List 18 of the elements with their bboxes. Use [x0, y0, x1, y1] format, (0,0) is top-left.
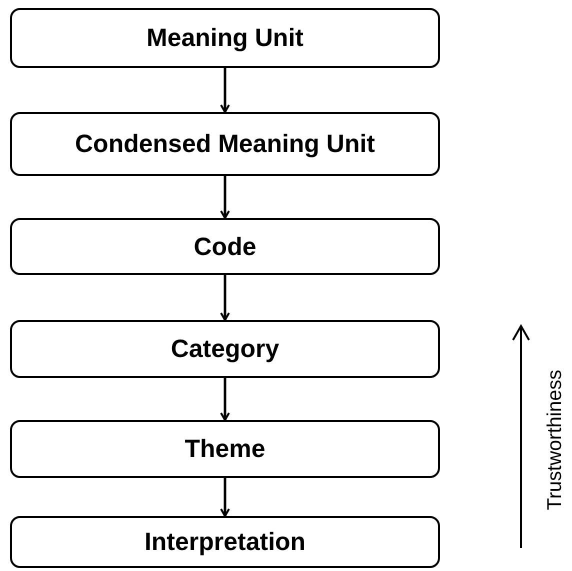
arrow [220, 275, 230, 321]
box-label: Theme [184, 436, 266, 462]
process-box [10, 516, 440, 568]
arrow [220, 378, 230, 421]
box-label: Code [194, 234, 256, 260]
process-box [10, 112, 440, 176]
process-box [10, 320, 440, 378]
process-box [10, 8, 440, 68]
process-box [10, 420, 440, 478]
box-label: Meaning Unit [146, 25, 304, 51]
box-label: Category [170, 336, 280, 362]
arrow [220, 176, 230, 219]
box-label: Interpretation [144, 529, 306, 555]
box-label: Condensed Meaning Unit [75, 131, 375, 157]
axis-label: Trustworthiness [543, 370, 567, 510]
arrow [220, 68, 230, 113]
arrow [220, 478, 230, 517]
process-box [10, 218, 440, 275]
